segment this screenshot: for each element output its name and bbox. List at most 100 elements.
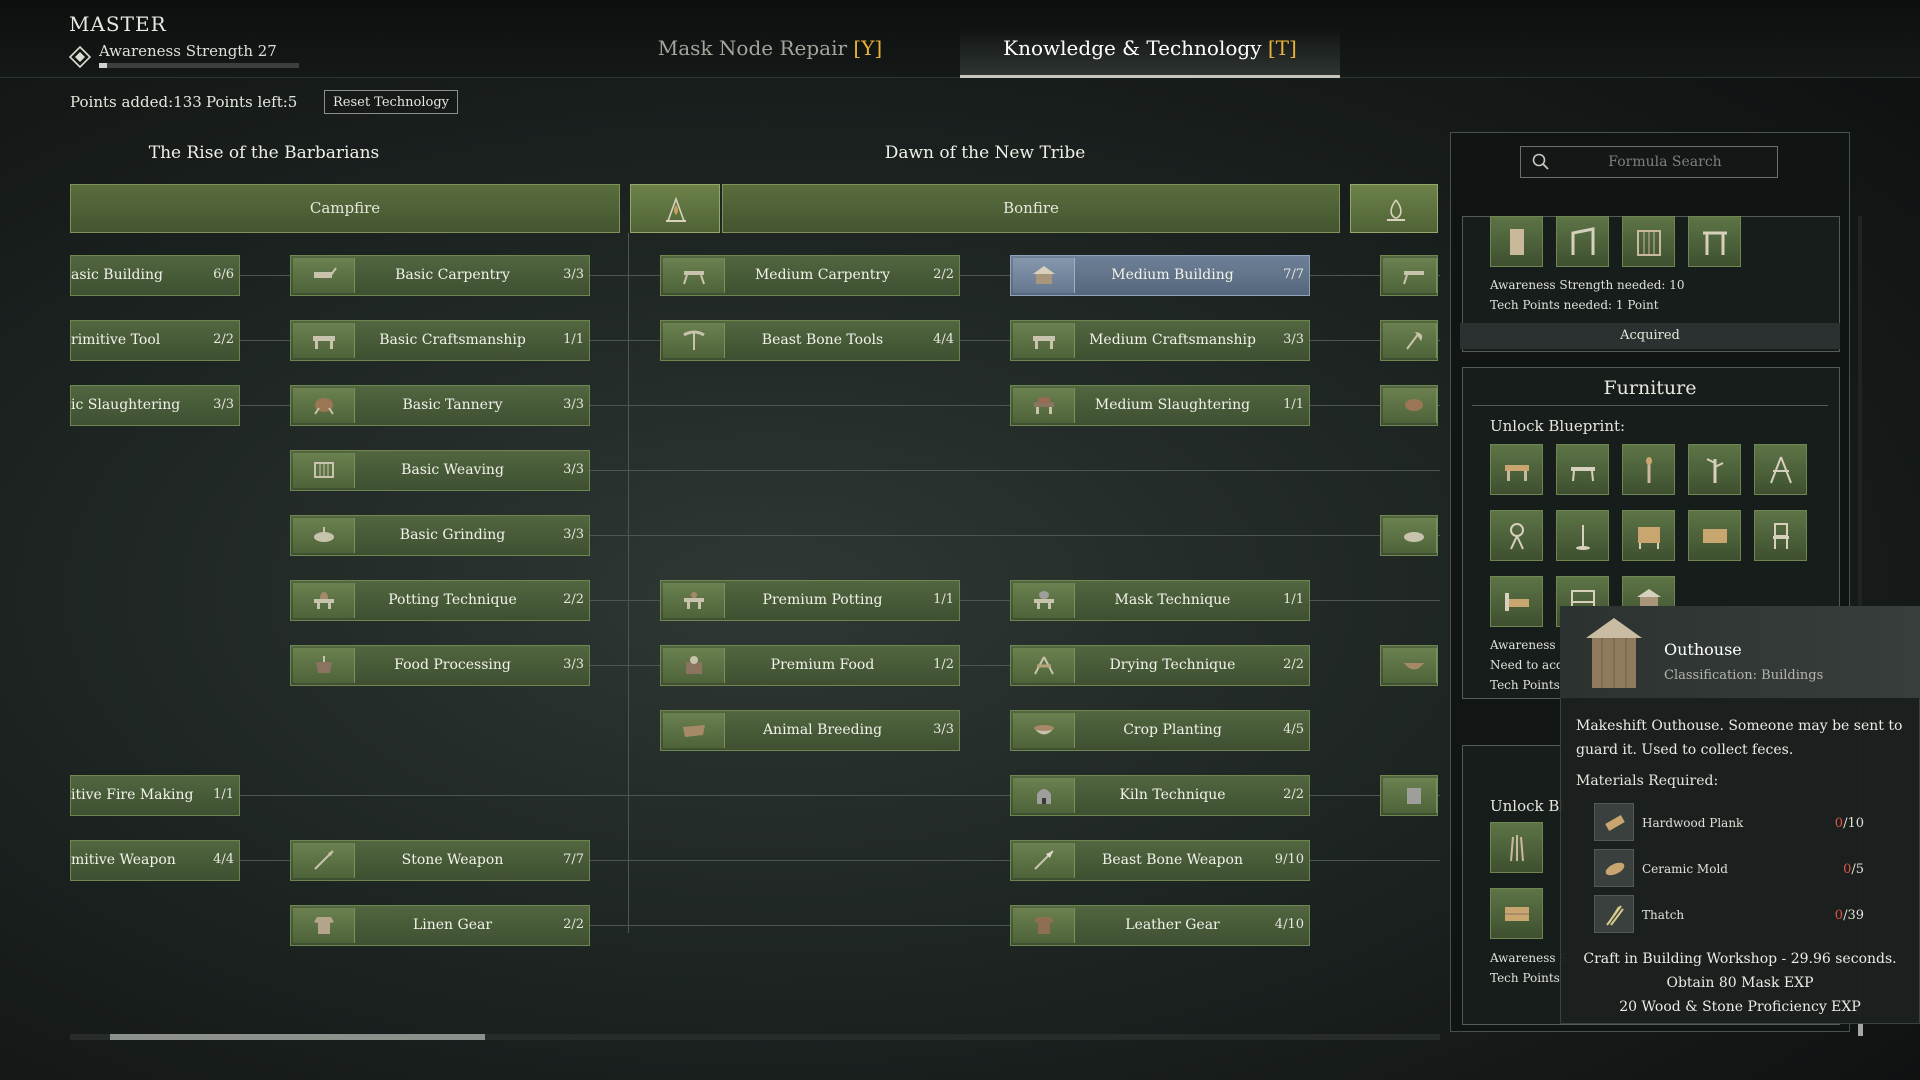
tech-node[interactable]: Stone Weapon 7/7 [290,840,590,881]
tech-node[interactable]: Beast Bone Weapon 9/10 [1010,840,1310,881]
mask-exp-reward: Obtain 80 Mask EXP [1666,975,1814,991]
craft-info: Craft in Building Workshop - 29.96 secon… [1583,951,1897,967]
blueprint-slot[interactable] [1490,822,1543,873]
workbench-icon [1033,336,1055,349]
tech-node[interactable]: Premium Food 1/2 [660,645,960,686]
blueprint-slot[interactable] [1490,510,1543,561]
tech-node[interactable]: asic Building 6/6 [70,255,240,296]
tech-node-clipped[interactable] [1380,320,1438,361]
tech-node[interactable]: Crop Planting 4/5 [1010,710,1310,751]
node-icon-box [293,323,355,358]
node-name: Mask Technique [1114,592,1231,608]
tooltip-item-name: Outhouse [1664,640,1742,659]
tech-node[interactable]: Beast Bone Tools 4/4 [660,320,960,361]
active-tab-indicator [960,75,1340,78]
material-icon [1594,895,1634,933]
tech-node[interactable]: Leather Gear 4/10 [1010,905,1310,946]
node-count: 9/10 [1274,852,1304,867]
node-count: 3/3 [563,527,584,542]
blueprint-slot[interactable] [1490,888,1543,939]
tech-node[interactable]: Linen Gear 2/2 [290,905,590,946]
blueprint-slot[interactable] [1754,510,1807,561]
tech-node-clipped[interactable] [1380,255,1438,296]
tech-node[interactable]: Drying Technique 2/2 [1010,645,1310,686]
tech-node-clipped[interactable] [1380,775,1438,816]
tech-node[interactable]: Potting Technique 2/2 [290,580,590,621]
tech-node-selected[interactable]: Medium Building 7/7 [1010,255,1310,296]
drying-rack-icon [1034,656,1054,675]
tab-knowledge-technology[interactable]: Knowledge & Technology [T] [960,28,1340,78]
node-icon-box [1013,843,1075,878]
ceramic-mold-icon [1605,862,1625,876]
tech-node[interactable]: ic Slaughtering 3/3 [70,385,240,426]
connector-line [590,925,1010,926]
tech-node-clipped[interactable] [1380,645,1438,686]
node-count: 6/6 [213,267,234,282]
saw-icon [314,267,337,278]
material-need: /5 [1851,862,1864,877]
stage-label: Bonfire [1003,199,1059,217]
tech-node-clipped[interactable] [1380,515,1438,556]
scrollbar-thumb[interactable] [110,1034,485,1040]
tech-node[interactable]: Basic Tannery 3/3 [290,385,590,426]
blueprint-slot[interactable] [1622,510,1675,561]
bowl-icon [1404,663,1424,670]
blueprint-slot[interactable] [1490,444,1543,495]
formula-search-input[interactable] [1555,146,1775,178]
tech-node[interactable]: Basic Carpentry 3/3 [290,255,590,296]
blueprint-slot[interactable] [1622,444,1675,495]
node-name: Leather Gear [1125,917,1220,933]
tech-node[interactable]: Basic Craftsmanship 1/1 [290,320,590,361]
node-count: 4/10 [1274,917,1304,932]
seed-bowl-icon [1034,725,1054,735]
blueprint-slot[interactable] [1490,216,1543,267]
blueprint-slot[interactable] [1556,216,1609,267]
tech-node[interactable]: Kiln Technique 2/2 [1010,775,1310,816]
horizontal-scrollbar[interactable] [70,1034,1440,1040]
material-icon [1594,803,1634,841]
column-divider [628,233,629,933]
tech-node[interactable]: Food Processing 3/3 [290,645,590,686]
blueprint-slot[interactable] [1622,216,1675,267]
reset-technology-button[interactable]: Reset Technology [324,90,458,114]
tab-mask-node-repair[interactable]: Mask Node Repair [Y] [650,28,890,78]
node-icon-box [1013,583,1075,618]
node-icon-box [1013,388,1075,423]
acquire-requirement-partial: Need to acq [1490,658,1564,672]
tech-node[interactable]: mitive Weapon 4/4 [70,840,240,881]
tech-node[interactable]: Animal Breeding 3/3 [660,710,960,751]
tech-node[interactable]: Medium Carpentry 2/2 [660,255,960,296]
blueprint-slot[interactable] [1556,510,1609,561]
tech-node-clipped[interactable] [1380,385,1438,426]
blueprint-slot[interactable] [1490,576,1543,627]
panel-scrollbar-thumb[interactable] [1858,1024,1863,1036]
tech-node[interactable]: Medium Slaughtering 1/1 [1010,385,1310,426]
node-name: itive Fire Making [71,787,194,803]
material-need: /39 [1843,908,1864,923]
node-name: Stone Weapon [401,852,504,868]
kiln-icon [1037,789,1051,804]
blueprint-slot[interactable] [1556,444,1609,495]
blueprint-slot[interactable] [1688,510,1741,561]
node-count: 3/3 [213,397,234,412]
node-icon-box [663,713,725,748]
node-count: 2/2 [933,267,954,282]
node-name: Basic Craftsmanship [379,332,526,348]
tab-hotkey: [Y] [853,36,883,60]
blueprint-slot[interactable] [1754,444,1807,495]
tech-node[interactable]: itive Fire Making 1/1 [70,775,240,816]
material-count: 0/39 [1835,908,1864,923]
tech-node[interactable]: Mask Technique 1/1 [1010,580,1310,621]
blueprint-slot[interactable] [1688,444,1741,495]
tech-node[interactable]: Basic Weaving 3/3 [290,450,590,491]
tech-node[interactable]: rimitive Tool 2/2 [70,320,240,361]
tech-node[interactable]: Basic Grinding 3/3 [290,515,590,556]
hut-icon [1033,266,1055,284]
blueprint-slot[interactable] [1688,216,1741,267]
tech-node[interactable]: Medium Craftsmanship 3/3 [1010,320,1310,361]
tech-node[interactable]: Premium Potting 1/1 [660,580,960,621]
node-name: Kiln Technique [1119,787,1226,803]
points-added: Points added:133 [70,93,202,111]
node-name: Basic Carpentry [395,267,510,283]
pottery-bench-icon [684,592,704,609]
